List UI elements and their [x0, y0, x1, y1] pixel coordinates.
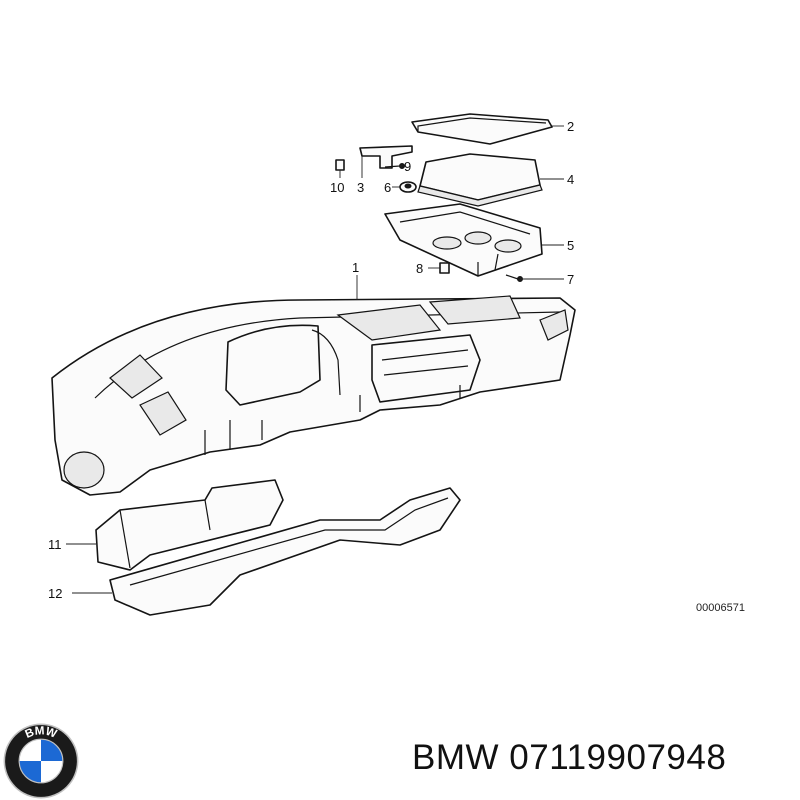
- part-1-dashboard: [51, 295, 576, 496]
- callout-11: 11: [48, 537, 62, 552]
- callout-12: 12: [48, 586, 62, 601]
- part-10-clip: [335, 159, 345, 171]
- part-6-nut: [399, 181, 417, 193]
- part-8-clip: [439, 262, 450, 274]
- leader-lines: [66, 125, 564, 594]
- callout-5: 5: [567, 238, 574, 253]
- callout-4: 4: [567, 172, 574, 187]
- callout-3: 3: [357, 180, 364, 195]
- callout-8: 8: [416, 261, 423, 276]
- reference-number: 00006571: [696, 602, 745, 614]
- callout-labels: 1 2 3 4 5 6 7 8 9 10 11 12 00006571: [48, 119, 745, 614]
- part-3-bracket: [359, 145, 413, 169]
- part-2-cover: [411, 113, 553, 145]
- part-12-lower-panel: [109, 487, 461, 616]
- part-4-tray: [417, 153, 543, 207]
- callout-2: 2: [567, 119, 574, 134]
- part-number: 07119907948: [509, 738, 727, 777]
- callout-1: 1: [352, 260, 359, 275]
- callout-7: 7: [567, 272, 574, 287]
- part-5-holder: [384, 203, 543, 277]
- part-11-glovebox: [95, 479, 284, 571]
- callout-9: 9: [404, 159, 411, 174]
- part-label: BMW 07119907948: [412, 738, 726, 778]
- bmw-logo-icon: BMW: [3, 723, 79, 799]
- callout-6: 6: [384, 180, 391, 195]
- callout-10: 10: [330, 180, 344, 195]
- brand-name: BMW: [412, 738, 500, 777]
- part-7-screw: [505, 274, 523, 282]
